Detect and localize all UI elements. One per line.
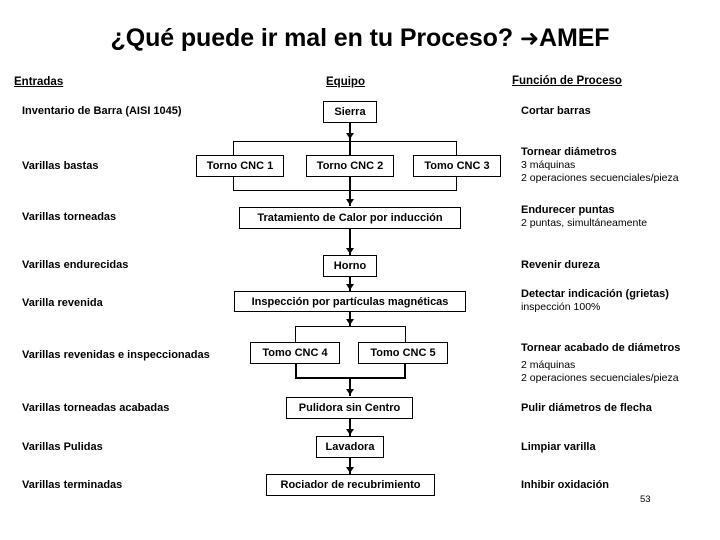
connector-cnc-to-tratamiento [349, 190, 351, 206]
function-title: Detectar indicación (grietas) [521, 288, 669, 300]
arrowhead-pulidora-to-lavadora [346, 429, 354, 435]
connector-cnc2-top-drop [349, 141, 351, 155]
function-block-cortar-barras: Cortar barras [521, 105, 717, 118]
flow-box-tratamiento-calor[interactable]: Tratamiento de Calor por inducción [239, 207, 461, 229]
input-item-varillas-endurecidas: Varillas endurecidas [22, 259, 129, 271]
connector-cnc4-bottom-rise [295, 364, 297, 379]
connector-cnc45-top-bus [295, 326, 406, 327]
connector-cnc-top-bus [233, 141, 457, 142]
arrowhead-cnc45-to-pulidora [346, 389, 354, 395]
input-item-varillas-torneadas-acabadas: Varillas torneadas acabadas [22, 402, 170, 414]
connector-cnc4-top-drop [295, 326, 296, 342]
function-subtitle-2: 2 operaciones secuenciales/pieza [521, 372, 679, 384]
input-item-varillas-bastas: Varillas bastas [22, 160, 99, 172]
input-item-varillas-torneadas: Varillas torneadas [22, 211, 117, 223]
flow-box-torno-cnc-1[interactable]: Torno CNC 1 [196, 155, 284, 177]
function-block-endurecer-puntas: Endurecer puntas 2 puntas, simultáneamen… [521, 204, 717, 230]
function-block-pulir-diametros: Pulir diámetros de flecha [521, 402, 717, 415]
page-title-tail: AMEF [539, 24, 610, 52]
connector-lavadora-to-rociador [349, 458, 351, 474]
flow-box-pulidora-sin-centro[interactable]: Pulidora sin Centro [286, 397, 413, 419]
flow-box-rociador-recubrimiento[interactable]: Rociador de recubrimiento [266, 474, 435, 496]
input-item-varillas-revenidas-inspeccionadas: Varillas revenidas e inspeccionadas [22, 349, 210, 361]
connector-cnc1-top-drop [233, 141, 234, 155]
connector-cnc-bottom-bus [233, 190, 457, 191]
flow-box-torno-cnc-2[interactable]: Torno CNC 2 [306, 155, 394, 177]
function-block-inhibir-oxidacion: Inhibir oxidación [521, 479, 717, 492]
connector-cnc5-top-drop [405, 326, 406, 342]
function-title: Pulir diámetros de flecha [521, 402, 652, 414]
function-block-detectar-indicacion: Detectar indicación (grietas) inspección… [521, 288, 717, 314]
connector-cnc45-to-pulidora [349, 377, 351, 396]
connector-tratamiento-to-horno [349, 229, 351, 255]
connector-cnc2-bottom-rise [349, 177, 351, 191]
connector-cnc1-bottom-rise [233, 177, 234, 191]
function-subtitle-1: 2 puntas, simultáneamente [521, 217, 648, 229]
flow-box-torno-cnc-3[interactable]: Tomo CNC 3 [413, 155, 501, 177]
input-item-varilla-revenida: Varilla revenida [22, 297, 103, 309]
flow-box-sierra[interactable]: Sierra [323, 101, 377, 123]
function-title: Endurecer puntas [521, 204, 615, 216]
function-subtitle-1: 2 máquinas [521, 359, 576, 371]
arrowhead-lavadora-to-rociador [346, 467, 354, 473]
input-item-varillas-terminadas: Varillas terminadas [22, 479, 123, 491]
column-heading-funcion: Función de Proceso [512, 75, 622, 87]
function-block-tornear-diametros: Tornear diámetros 3 máquinas 2 operacion… [521, 146, 717, 185]
connector-cnc5-bottom-rise [404, 364, 406, 379]
right-arrow-icon: ➜ [519, 26, 540, 52]
arrowhead-horno-to-inspeccion [346, 284, 354, 290]
flow-box-inspeccion-particulas[interactable]: Inspección por partículas magnéticas [234, 291, 466, 312]
flow-box-horno[interactable]: Horno [323, 255, 377, 277]
function-title: Inhibir oxidación [521, 479, 610, 491]
page-number: 53 [640, 494, 651, 505]
function-title: Revenir dureza [521, 259, 600, 271]
arrowhead-cnc-to-tratamiento [346, 199, 354, 205]
function-title: Cortar barras [521, 105, 591, 117]
arrowhead-inspeccion-down [346, 319, 354, 325]
function-block-limpiar-varilla: Limpiar varilla [521, 441, 717, 454]
page-title-text: ¿Qué puede ir mal en tu Proceso? [110, 24, 520, 52]
connector-cnc3-top-drop [456, 141, 457, 155]
column-heading-equipo: Equipo [326, 76, 365, 88]
flow-box-torno-cnc-4[interactable]: Tomo CNC 4 [250, 342, 340, 364]
input-item-inventario: Inventario de Barra (AISI 1045) [22, 105, 182, 117]
column-heading-entradas: Entradas [14, 76, 64, 88]
function-subtitle-1: inspección 100% [521, 301, 601, 313]
function-title: Tornear acabado de diámetros [521, 342, 681, 354]
function-title: Tornear diámetros [521, 146, 617, 158]
connector-sierra-down [349, 123, 351, 141]
page-title: ¿Qué puede ir mal en tu Proceso? ➜AMEF [0, 24, 720, 53]
input-item-varillas-pulidas: Varillas Pulidas [22, 441, 103, 453]
flow-box-lavadora[interactable]: Lavadora [316, 436, 384, 458]
function-subtitle-2: 2 operaciones secuenciales/pieza [521, 172, 679, 184]
function-title: Limpiar varilla [521, 441, 596, 453]
function-block-tornear-acabado: Tornear acabado de diámetros 2 máquinas … [521, 342, 717, 385]
connector-cnc3-bottom-rise [456, 177, 457, 191]
connector-pulidora-to-lavadora [349, 419, 351, 436]
arrowhead-sierra-down [346, 133, 354, 139]
function-block-revenir-dureza: Revenir dureza [521, 259, 717, 272]
function-subtitle-1: 3 máquinas [521, 159, 576, 171]
flow-box-torno-cnc-5[interactable]: Tomo CNC 5 [358, 342, 448, 364]
arrowhead-tratamiento-to-horno [346, 248, 354, 254]
